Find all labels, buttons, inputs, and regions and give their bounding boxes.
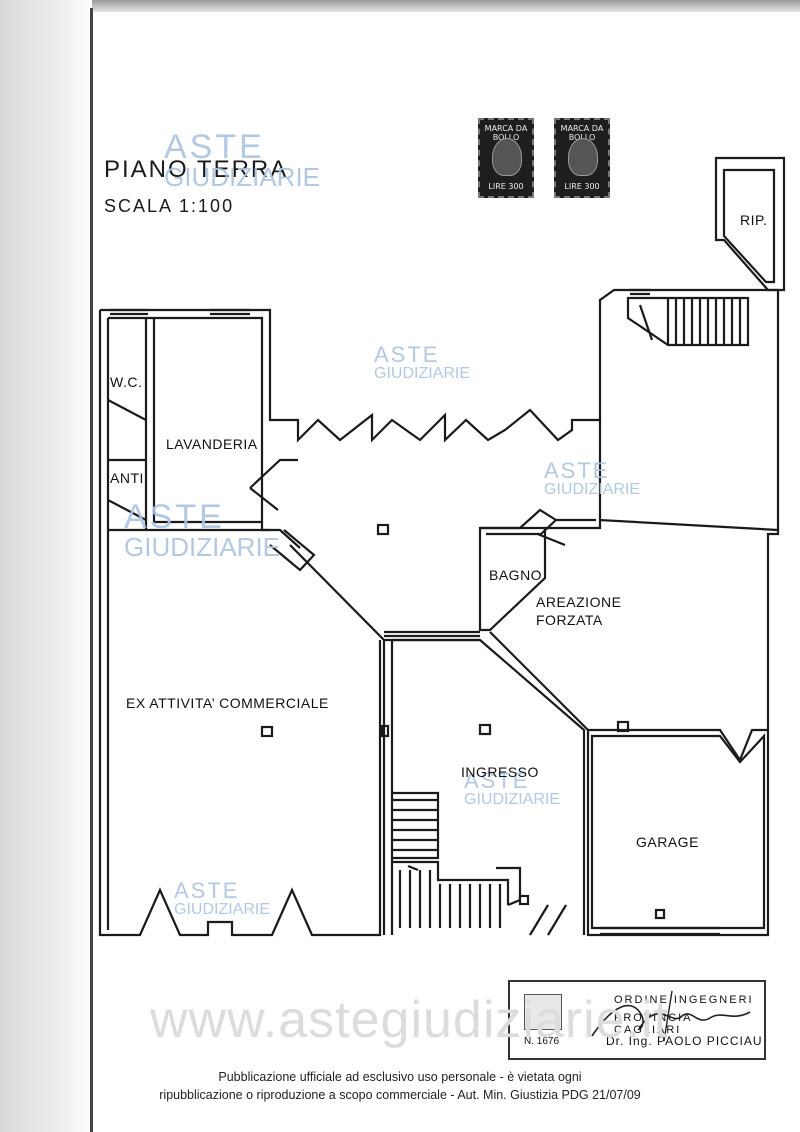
- scan-edge-left: [0, 0, 92, 1132]
- seal-province-line: PROVINCIA CAGLIARI: [614, 1012, 692, 1036]
- watermark-giudiziarie-text: GIUDIZIARIE: [464, 791, 561, 808]
- room-label-garage: GARAGE: [636, 834, 699, 850]
- watermark-aste: ASTE GIUDIZIARIE: [164, 130, 320, 190]
- stamp-value: LIRE 300: [564, 182, 600, 191]
- room-label-areazione: AREAZIONE: [536, 594, 622, 610]
- room-label-commerciale: EX ATTIVITA’ COMMERCIALE: [126, 695, 329, 711]
- plan-title: PIANO TERRA: [104, 156, 289, 183]
- binding-line: [90, 8, 93, 1132]
- watermark-aste: ASTE GIUDIZIARIE: [544, 460, 640, 498]
- revenue-stamp-2: MARCA DA BOLLO LIRE 300: [554, 118, 610, 198]
- watermark-giudiziarie-text: GIUDIZIARIE: [164, 162, 321, 192]
- watermark-giudiziarie-text: GIUDIZIARIE: [374, 365, 471, 382]
- crest-icon: [524, 994, 562, 1030]
- seal-engineer-name: Dr. Ing. PAOLO PICCIAU: [606, 1034, 763, 1048]
- plan-scale: SCALA 1:100: [104, 196, 235, 216]
- watermark-aste: ASTE GIUDIZIARIE: [174, 880, 270, 918]
- watermark-aste-text: ASTE: [164, 128, 265, 166]
- watermark-giudiziarie-text: GIUDIZIARIE: [124, 532, 281, 562]
- room-label-forzata: FORZATA: [536, 612, 603, 628]
- watermark-aste-text: ASTE: [374, 342, 440, 367]
- watermark-aste: ASTE GIUDIZIARIE: [374, 344, 470, 382]
- watermark-aste: ASTE GIUDIZIARIE: [464, 770, 560, 808]
- watermark-aste-text: ASTE: [544, 458, 610, 483]
- site-watermark: www.astegiudiziarie.it: [150, 991, 670, 1049]
- watermark-aste-text: ASTE: [124, 498, 225, 536]
- revenue-stamp-1: MARCA DA BOLLO LIRE 300: [478, 118, 534, 198]
- room-label-bagno: BAGNO: [489, 567, 543, 583]
- watermark-aste: ASTE GIUDIZIARIE: [124, 500, 280, 560]
- stamp-portrait-icon: [492, 138, 522, 176]
- seal-order-line: ORDINE INGEGNERI: [614, 994, 754, 1006]
- room-label-wc: W.C.: [110, 374, 143, 390]
- stamp-value: LIRE 300: [488, 182, 524, 191]
- watermark-aste-text: ASTE: [174, 878, 240, 903]
- room-label-anti: ANTI: [110, 470, 144, 486]
- room-label-lavanderia: LAVANDERIA: [166, 436, 258, 452]
- stamp-portrait-icon: [568, 138, 598, 176]
- scan-edge-top: [0, 0, 800, 12]
- stamp-header: MARCA DA BOLLO: [484, 124, 528, 142]
- handwritten-signature: [591, 990, 751, 1042]
- watermark-giudiziarie-text: GIUDIZIARIE: [544, 481, 641, 498]
- room-label-ingresso: INGRESSO: [461, 764, 539, 780]
- watermark-aste-text: ASTE: [464, 768, 530, 793]
- footer-line-2: ripubblicazione o riproduzione a scopo c…: [159, 1088, 641, 1102]
- engineer-seal: ORDINE INGEGNERI PROVINCIA CAGLIARI N. 1…: [508, 980, 766, 1060]
- stamp-header: MARCA DA BOLLO: [560, 124, 604, 142]
- watermark-giudiziarie-text: GIUDIZIARIE: [174, 901, 271, 918]
- room-label-rip: RIP.: [740, 212, 768, 228]
- seal-registration-number: N. 1676: [524, 1036, 560, 1047]
- footer-line-1: Pubblicazione ufficiale ad esclusivo uso…: [218, 1070, 582, 1084]
